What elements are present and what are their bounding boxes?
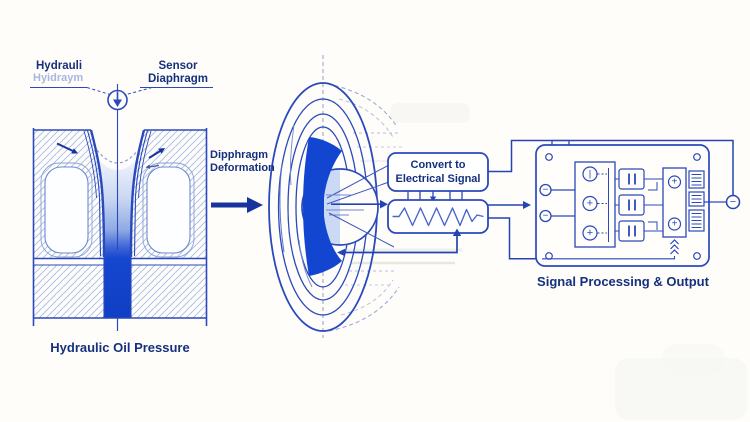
- deformation-label-line1: Dipphragm: [210, 149, 269, 161]
- faint-smudge: [390, 103, 470, 123]
- capacitor-icons: [615, 168, 663, 242]
- hydraulic-oil-pressure-caption: Hydraulic Oil Pressure: [50, 340, 190, 355]
- right-cavity: [146, 166, 191, 254]
- bar-terminal-icon: |: [589, 169, 591, 180]
- strain-gauge-zigzag-icon: [392, 207, 484, 227]
- bottom-block-left: [33, 265, 104, 318]
- feedback-arrow: [337, 228, 462, 257]
- convert-box-label-line2: Electrical Signal: [395, 173, 481, 185]
- connector-grille-icons: [688, 170, 705, 232]
- left-cavity-outline: [40, 162, 93, 258]
- svg-text:−: −: [543, 185, 549, 196]
- deformation-arrow: [211, 197, 263, 213]
- bottom-block-right: [131, 265, 207, 318]
- up-chevron-icons: [670, 239, 679, 255]
- right-cavity-outline: [142, 162, 195, 258]
- sensor-diaphragm-label-line2: Diaphragm: [147, 72, 209, 85]
- sensor-diaphragm-label-line1: Sensor: [158, 60, 198, 72]
- left-cavity: [44, 166, 89, 254]
- signal-processing-caption: Signal Processing & Output: [537, 274, 709, 289]
- pressure-inlet-icon: [107, 89, 128, 111]
- deformed-diaphragm-shape: [303, 137, 342, 276]
- convert-box-label-line1: Convert to: [410, 159, 466, 171]
- input-terminal-minus-icons: − −: [539, 183, 575, 223]
- output-terminal-minus-icon: −: [725, 194, 741, 210]
- ghost-position-dashed: [327, 83, 420, 332]
- plus-terminal-icon: +: [672, 177, 678, 188]
- plus-terminal-icon: +: [587, 227, 593, 239]
- board-top-notch: [551, 139, 570, 145]
- plus-terminal-icon: +: [672, 219, 678, 230]
- watermark-remnant-2: [662, 344, 724, 374]
- svg-text:−: −: [543, 211, 549, 222]
- amplifier-block: | + +: [574, 161, 616, 248]
- diaphragm-laminate-curves: [83, 129, 152, 258]
- deformation-label-line2: Deformation: [210, 162, 275, 174]
- indicator-lines: [326, 164, 395, 248]
- circuit-board: − − | + +: [535, 139, 727, 267]
- left-cross-section: [30, 84, 213, 331]
- board-bottom-wire: [542, 256, 676, 260]
- label-leaders: [30, 86, 213, 96]
- structure-lines: [32, 128, 208, 331]
- output-block: + +: [662, 167, 687, 238]
- svg-text:−: −: [730, 196, 736, 208]
- diaphragm-rest-dashed: [96, 149, 139, 164]
- strain-gauge-box: [387, 199, 489, 234]
- external-wires: [488, 139, 734, 260]
- plus-terminal-icon: +: [587, 198, 593, 210]
- flow-arrows: [56, 142, 165, 169]
- hydraulic-label: Hydrauli: [36, 60, 83, 72]
- diaphragm-front-view: [268, 55, 470, 338]
- signal-out-arrow: [331, 200, 388, 209]
- hydraulic-label-ghost: Hyidraym: [33, 72, 84, 84]
